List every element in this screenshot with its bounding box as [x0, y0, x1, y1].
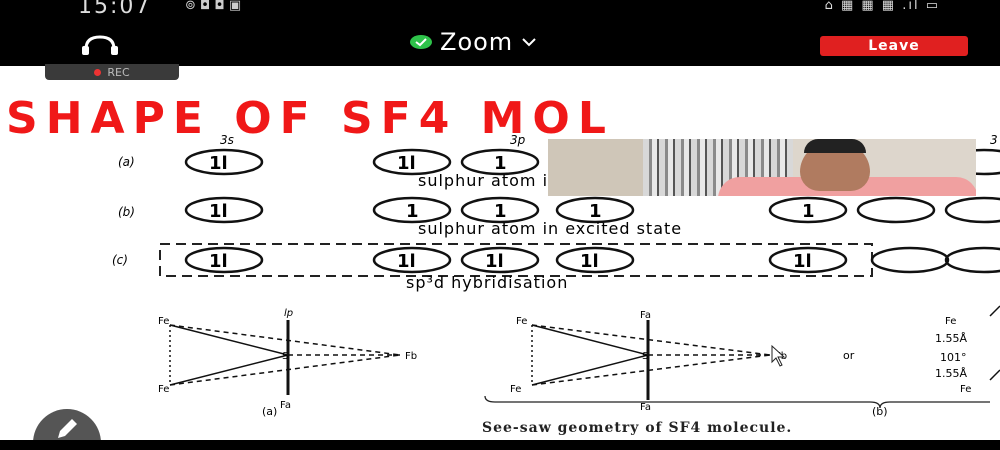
orbital-c-3d1: 1l: [793, 251, 812, 272]
orbital-b-3p1: 1: [406, 201, 419, 222]
leave-button[interactable]: Leave: [820, 36, 968, 56]
orbital-c-3p2: 1l: [485, 251, 504, 272]
video-hair: [804, 139, 866, 153]
or-label: or: [843, 349, 855, 362]
fe-a1: Fe: [158, 316, 169, 327]
orbital-a-3p1: 1l: [397, 153, 416, 174]
audio-icon[interactable]: [70, 33, 130, 57]
slide-caption: See-saw geometry of SF4 molecule.: [482, 420, 792, 436]
fb-a: Fb: [405, 351, 417, 362]
state-b-label: sulphur atom in excited state: [418, 219, 682, 238]
fe-right-top: Fe: [945, 316, 956, 327]
status-left-icons: ⊚ ◘ ◘ ▣: [185, 0, 241, 13]
orbital-a-3s: 1l: [209, 153, 228, 174]
orbital-diagram: 3s 3p 3 (a) 1l 1l 1 1 (b) 1l 1 1 1 1 (c)…: [0, 80, 1000, 440]
fe-b2: Fe: [510, 384, 521, 395]
recording-badge: REC: [45, 64, 179, 80]
row-a-label: (a): [118, 155, 135, 169]
fe-right-bottom: Fe: [960, 384, 971, 395]
rec-label: REC: [107, 66, 129, 79]
cursor-icon: [772, 346, 784, 366]
shared-slide: SHAPE OF SF4 MOL 3s 3p 3 (a) 1l 1l 1 1 (…: [0, 80, 1000, 440]
row-c-label: (c): [112, 253, 128, 267]
video-wall: [548, 139, 643, 196]
fa-b-top: Fa: [640, 310, 651, 321]
orbital-b-3s: 1l: [209, 201, 228, 222]
fa-a: Fa: [280, 400, 291, 411]
state-c-label: sp³d hybridisation: [406, 273, 568, 292]
col-3p: 3p: [510, 133, 526, 147]
record-dot-icon: [94, 69, 101, 76]
orbital-c-3p1: 1l: [397, 251, 416, 272]
bond-length-1: 1.55Å: [935, 332, 967, 345]
meeting-title[interactable]: Zoom: [410, 28, 537, 56]
s-label-b: S: [642, 351, 648, 362]
chevron-down-icon: [521, 37, 537, 47]
shield-check-icon: [410, 34, 432, 50]
orbital-b-3d1: 1: [802, 201, 815, 222]
fe-b1: Fe: [516, 316, 527, 327]
row-b-label: (b): [118, 205, 135, 219]
status-right-icons: ⌂ ▦ ▦ ▦ .ıl ▭: [825, 0, 940, 13]
participant-video[interactable]: [548, 139, 976, 196]
s-label-a: S: [282, 351, 288, 362]
orbital-c-3s: 1l: [209, 251, 228, 272]
fe-a2: Fe: [158, 384, 169, 395]
figure-b-label: (b): [872, 405, 888, 418]
pencil-icon: [54, 416, 80, 442]
bond-length-2: 1.55Å: [935, 367, 967, 380]
meeting-toolbar: 15:07 ⊚ ◘ ◘ ▣ ⌂ ▦ ▦ ▦ .ıl ▭ Zoom Leave: [0, 0, 1000, 66]
orbital-c-3p3: 1l: [580, 251, 599, 272]
col-3d: 3: [990, 133, 998, 147]
figure-a-label: (a): [262, 405, 277, 418]
bottom-bar: [0, 440, 1000, 450]
status-time: 15:07: [78, 0, 151, 19]
zoom-title: Zoom: [440, 28, 513, 56]
fa-b-bottom: Fa: [640, 402, 651, 413]
col-3s: 3s: [220, 133, 234, 147]
bond-angle: 101°: [940, 351, 967, 364]
lp-label: lp: [284, 308, 293, 319]
